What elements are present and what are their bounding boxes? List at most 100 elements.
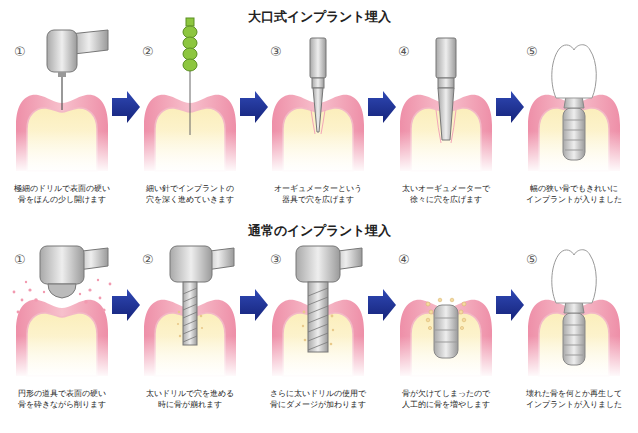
block-arrow bbox=[368, 91, 396, 123]
step-panel: ② 太いドリルで穴を進める 時に骨が崩れます bbox=[140, 248, 240, 410]
handpiece-head bbox=[170, 246, 212, 282]
graft-granule bbox=[428, 326, 431, 329]
drill-flute bbox=[308, 306, 328, 314]
implant-thread bbox=[565, 150, 583, 151]
drill-flute bbox=[183, 336, 197, 342]
step-caption: オーギュメーターという 器具で穴を広げます bbox=[268, 183, 368, 205]
debris-dot bbox=[84, 300, 88, 304]
step-panel: ④骨が欠けてしまったので 人工的に骨を増やします bbox=[396, 248, 496, 410]
crumb-dot bbox=[303, 311, 306, 314]
debris-dot bbox=[102, 308, 105, 311]
drill-flute bbox=[183, 296, 197, 302]
crown bbox=[552, 250, 596, 303]
block-arrow bbox=[368, 289, 396, 321]
drill-flute bbox=[308, 324, 328, 332]
step-caption: さらに太いドリルの使用で 骨にダメージが加わります bbox=[268, 388, 368, 410]
step-panel: ⑤ 壊れた骨を何とか再生して インプラントが入りました bbox=[524, 248, 624, 410]
handpiece-head bbox=[40, 246, 84, 284]
step-number: ② bbox=[142, 252, 154, 267]
drill-flute bbox=[308, 297, 328, 305]
step-panel: ③さらに太いドリルの使用で 骨にダメージが加わります bbox=[268, 248, 368, 410]
twist-drill bbox=[183, 282, 197, 345]
fine-drill bbox=[61, 77, 62, 110]
implant-thread bbox=[435, 330, 457, 331]
crumb-dot bbox=[201, 327, 203, 329]
block-arrow bbox=[496, 289, 524, 321]
drill-flute bbox=[183, 328, 197, 334]
crumb-dot bbox=[332, 329, 334, 331]
step-caption: 円形の道具で表面の硬い 骨を砕きながら削ります bbox=[12, 388, 112, 410]
drill-flute bbox=[183, 312, 197, 318]
block-arrow bbox=[112, 91, 140, 123]
implant-thread bbox=[565, 355, 583, 356]
chuck bbox=[58, 72, 66, 77]
graft-granule bbox=[429, 310, 433, 314]
needle-grip bbox=[183, 48, 197, 60]
gum-ridge bbox=[14, 300, 110, 378]
debris-dot bbox=[17, 311, 20, 314]
step-number: ④ bbox=[398, 252, 410, 267]
step-panel: ③オーギュメーターという 器具で穴を広げます bbox=[268, 40, 368, 205]
step-caption: 極細のドリルで表面の硬い 骨をほんの少し開けます bbox=[12, 183, 112, 205]
debris-dot bbox=[43, 291, 45, 293]
drill-flute bbox=[308, 315, 328, 323]
debris-dot bbox=[13, 291, 16, 294]
debris-dot bbox=[88, 288, 91, 291]
bone-debris bbox=[13, 279, 112, 314]
step-number: ① bbox=[14, 44, 26, 59]
bone-compression bbox=[451, 110, 456, 143]
debris-dot bbox=[34, 298, 38, 302]
graft-granule bbox=[459, 310, 463, 314]
osteotome-collar bbox=[438, 78, 454, 88]
step-number: ⑤ bbox=[526, 252, 538, 267]
step-caption: 壊れた骨を何とか再生して インプラントが入りました bbox=[524, 388, 624, 410]
graft-granule bbox=[462, 302, 466, 306]
needle-grip bbox=[183, 26, 197, 38]
crumb-dot bbox=[178, 311, 181, 314]
crumb-dot bbox=[177, 323, 179, 325]
osteotome-tip bbox=[438, 88, 454, 140]
block-arrow bbox=[112, 289, 140, 321]
crumb-dot bbox=[330, 343, 333, 346]
implant-body bbox=[563, 313, 585, 365]
debris-dot bbox=[28, 288, 31, 291]
handpiece-head bbox=[47, 30, 77, 72]
bone-compression bbox=[436, 110, 441, 143]
step-panel: ④太いオーギュメーターで 徐々に穴を広げます bbox=[396, 40, 496, 205]
implant-thread bbox=[564, 120, 584, 121]
needle-grip bbox=[183, 59, 197, 71]
graft-granule bbox=[460, 326, 463, 329]
gum-ridge bbox=[526, 95, 622, 173]
step-panel: ① 円形の道具で表面の硬い 骨を砕きながら削ります bbox=[12, 248, 112, 410]
step-number: ② bbox=[142, 44, 154, 59]
implant-thread bbox=[564, 130, 584, 131]
osteotome-collar bbox=[312, 78, 324, 88]
section-title: 通常のインプラント埋入 bbox=[248, 223, 391, 239]
drill-flute bbox=[183, 304, 197, 310]
implant-thread bbox=[564, 345, 584, 346]
step-caption: 太いドリルで穴を進める 時に骨が崩れます bbox=[140, 388, 240, 410]
debris-dot bbox=[21, 299, 24, 302]
implant-body bbox=[563, 108, 585, 160]
graft-granule bbox=[426, 318, 430, 322]
step-panel: ⑤幅の狭い骨でもきれいに インプラントが入りました bbox=[524, 40, 624, 205]
graft-granule bbox=[426, 302, 430, 306]
drill-flute bbox=[183, 288, 197, 294]
bone-crumbs bbox=[177, 311, 203, 337]
step-caption: 太いオーギュメーターで 徐々に穴を広げます bbox=[396, 183, 496, 205]
drill-flute bbox=[308, 288, 328, 296]
debris-dot bbox=[97, 279, 99, 281]
needle-grip bbox=[183, 37, 197, 49]
osteotome-handle bbox=[310, 38, 326, 78]
crumb-dot bbox=[179, 335, 181, 337]
crumb-dot bbox=[304, 339, 307, 342]
step-number: ① bbox=[14, 252, 26, 267]
debris-dot bbox=[25, 281, 27, 283]
section-title: 大口式インプラント埋入 bbox=[248, 9, 391, 25]
block-arrow bbox=[240, 289, 268, 321]
debris-dot bbox=[109, 283, 112, 286]
bone-compression bbox=[321, 110, 325, 134]
